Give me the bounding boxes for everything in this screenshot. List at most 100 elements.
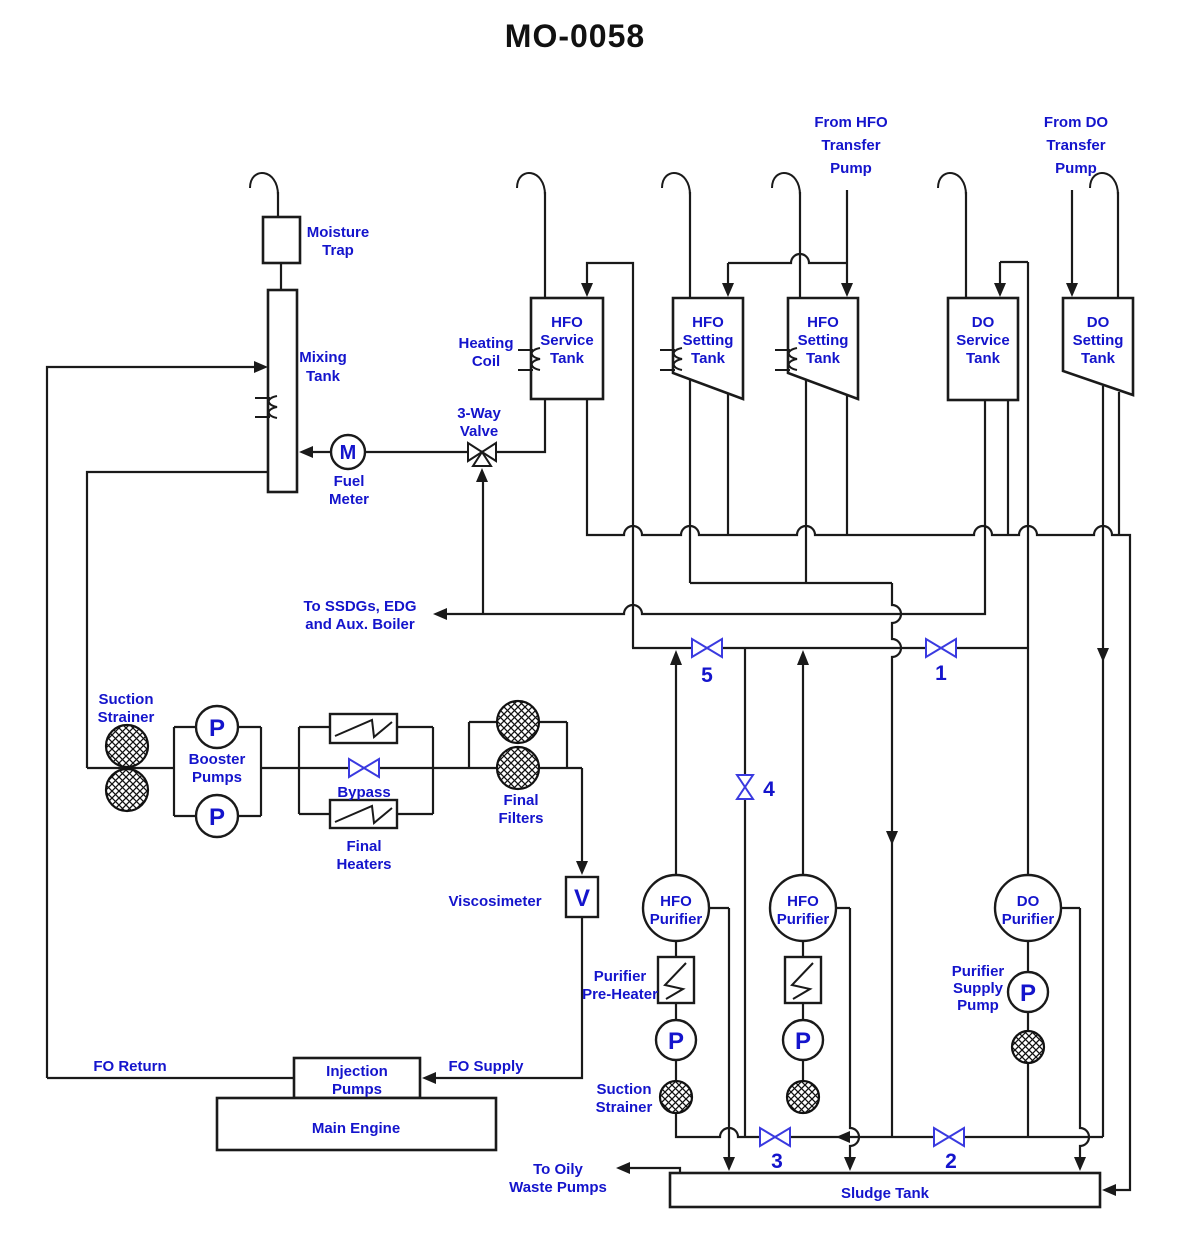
purifier-feed-pump-1-letter: P	[668, 1028, 684, 1055]
purifier-supply-pump-letter: P	[1020, 980, 1036, 1007]
valve-5-icon	[691, 637, 723, 659]
final-heater-2	[328, 798, 399, 830]
valve-4-icon	[735, 774, 755, 800]
final-filter-icon	[495, 745, 541, 791]
do-purifier	[993, 873, 1063, 943]
heating-coil-icon	[775, 347, 798, 371]
strainer-icons	[104, 699, 1046, 1115]
valve-2-number: 2	[945, 1150, 957, 1173]
do-setting-tank	[1061, 296, 1135, 397]
heating-coil-icons	[255, 347, 798, 419]
purifier-pre-heater-1	[656, 955, 696, 1005]
pipe-left-system	[45, 192, 584, 1080]
purifier-feed-pump-2	[781, 1018, 825, 1062]
label-sludge-tank: Sludge Tank	[841, 1185, 930, 1202]
heating-coil-icon	[255, 395, 278, 419]
heating-coil-icon	[518, 347, 541, 371]
purifier-feed-pump-1	[654, 1018, 698, 1062]
purifier-supply-pump	[1006, 970, 1050, 1014]
valve-3-icon	[759, 1126, 791, 1148]
mixing-tank	[266, 288, 299, 494]
heating-coil-icon	[660, 347, 683, 371]
vent-hook-icon	[249, 171, 279, 196]
booster-pump-2-letter: P	[209, 804, 225, 831]
viscosimeter-letter: V	[574, 885, 590, 912]
valve-3-number: 3	[771, 1150, 783, 1173]
purifier-feed-pump-2-letter: P	[795, 1028, 811, 1055]
final-filter-icon	[495, 699, 541, 745]
purifier-suction-strainer-icon	[785, 1079, 821, 1115]
heater-element-icon	[663, 962, 687, 1000]
fuel-meter	[329, 433, 367, 471]
vent-hook-icon	[771, 171, 801, 196]
final-heater-1	[328, 712, 399, 745]
valve-5-number: 5	[701, 664, 713, 687]
valves	[348, 441, 965, 1148]
do-service-tank	[946, 296, 1020, 402]
label-viscosimeter: Viscosimeter	[448, 893, 541, 910]
equipment	[104, 433, 1063, 1115]
hfo-purifier-1	[641, 873, 711, 943]
bypass-valve-icon	[348, 757, 380, 779]
pipe-tank-headers	[447, 190, 1132, 1192]
vent-hook-icon	[937, 171, 967, 196]
page-title: MO-0058	[505, 18, 645, 54]
booster-pump-1-letter: P	[209, 715, 225, 742]
suction-strainer-icon	[104, 767, 150, 813]
valve-1-icon	[925, 637, 957, 659]
heater-element-icon	[334, 718, 393, 739]
pipe-purifiers	[630, 648, 1103, 1173]
three-way-valve-icon	[467, 441, 497, 467]
hfo-purifier-2	[768, 873, 838, 943]
vent-hook-icon	[516, 171, 546, 196]
purifier-pre-heater-2	[783, 955, 823, 1005]
tanks	[215, 215, 1135, 1209]
vent-hook-icon	[1089, 171, 1119, 196]
sludge-tank-box	[668, 1171, 1102, 1209]
do-purifier-strainer-icon	[1010, 1029, 1046, 1065]
valve-2-icon	[933, 1126, 965, 1148]
heater-element-icon	[790, 962, 814, 1000]
label-main-engine: Main Engine	[312, 1120, 400, 1137]
valve-1-number: 1	[935, 662, 947, 685]
hfo-setting-tank-1	[671, 296, 745, 401]
viscosimeter-box	[564, 875, 600, 919]
label-bypass: Bypass	[337, 784, 390, 801]
hfo-setting-tank-2	[786, 296, 860, 401]
fuel-meter-letter: M	[340, 442, 357, 464]
main-engine-box	[215, 1096, 498, 1152]
label-fo-supply: FO Supply	[449, 1058, 525, 1075]
purifier-suction-strainer-icon	[658, 1079, 694, 1115]
hfo-service-tank	[529, 296, 605, 401]
label-fo-return: FO Return	[93, 1058, 166, 1075]
valve-4-number: 4	[763, 778, 775, 801]
moisture-trap	[261, 215, 302, 265]
vent-hook-icon	[661, 171, 691, 196]
heater-element-icon	[334, 804, 393, 825]
